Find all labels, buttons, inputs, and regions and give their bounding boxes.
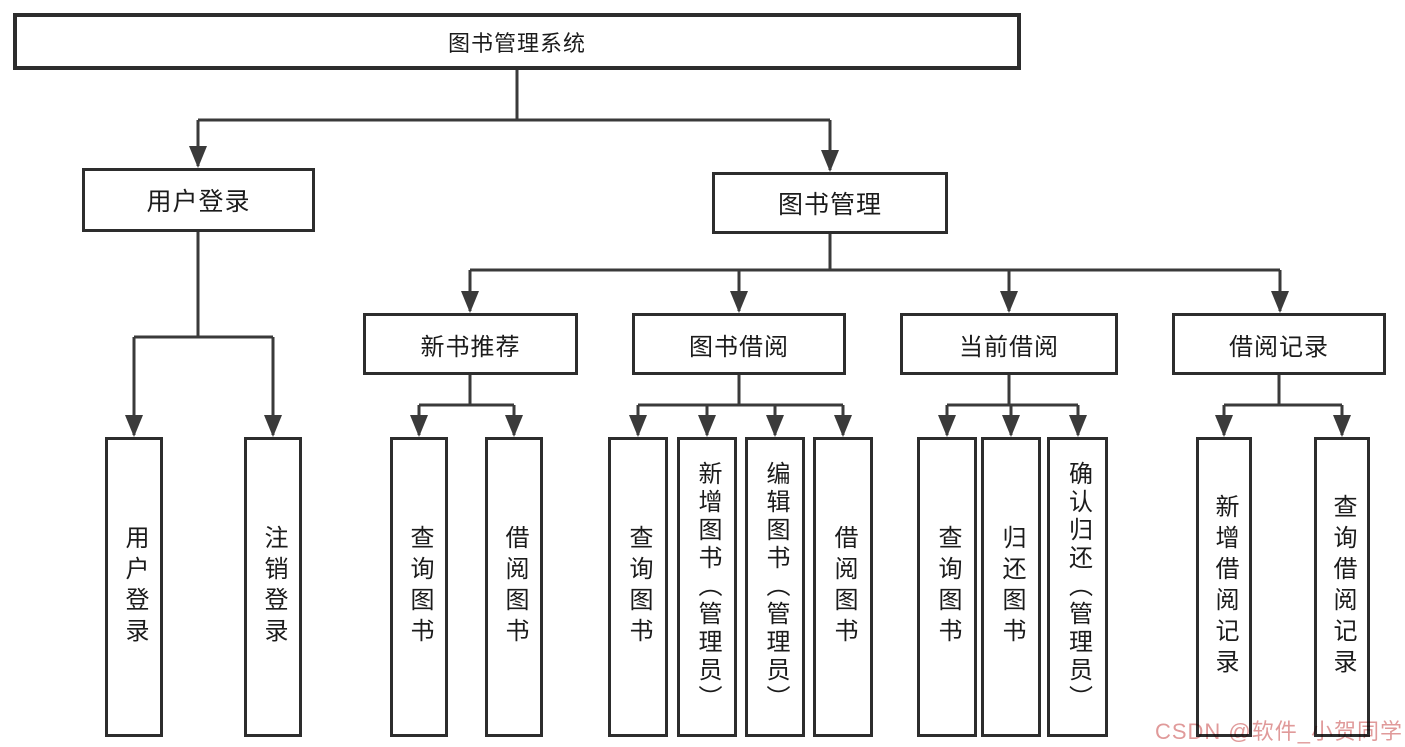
connector-borrow-record-branch — [1222, 375, 1344, 435]
node-book-management: 图书管理 — [712, 172, 948, 234]
arrowhead-icon — [730, 291, 748, 313]
arrowhead-icon — [125, 415, 143, 437]
arrowhead-icon — [1271, 291, 1289, 313]
node-user-login-label: 用户登录 — [146, 188, 251, 216]
leaf-bb-query-books: 查询图书 — [608, 437, 668, 737]
leaf-bb-query-books-label: 查询图书 — [625, 525, 652, 649]
node-library-system: 图书管理系统 — [13, 13, 1021, 70]
node-new-book-recommend-label: 新书推荐 — [420, 333, 521, 361]
node-borrow-records: 借阅记录 — [1172, 313, 1386, 375]
arrowhead-icon — [1000, 291, 1018, 313]
arrowhead-icon — [1002, 415, 1020, 437]
leaf-cb-return-books-label: 归还图书 — [998, 525, 1025, 649]
leaf-br-query-record: 查询借阅记录 — [1314, 437, 1370, 737]
connector-book-borrow-branch — [636, 375, 845, 435]
arrowhead-icon — [1333, 415, 1351, 437]
leaf-br-add-record-label: 新增借阅记录 — [1211, 494, 1238, 680]
leaf-nbr-query-books: 查询图书 — [390, 437, 448, 737]
node-book-management-label: 图书管理 — [777, 191, 882, 219]
leaf-cb-confirm-return-admin-label: 确认归还（管理员） — [1064, 461, 1092, 713]
leaf-br-add-record: 新增借阅记录 — [1196, 437, 1252, 737]
leaf-nbr-borrow-books: 借阅图书 — [485, 437, 543, 737]
arrowhead-icon — [821, 150, 839, 172]
watermark: CSDN @软件_小贺同学 — [1154, 719, 1403, 744]
arrowhead-icon — [629, 415, 647, 437]
leaf-nbr-borrow-books-label: 借阅图书 — [501, 525, 528, 649]
leaf-bb-add-books-admin-label: 新增图书（管理员） — [694, 461, 721, 713]
leaf-logout-label: 注销登录 — [260, 525, 287, 649]
leaf-user-login: 用户登录 — [105, 437, 163, 737]
leaf-bb-borrow-books: 借阅图书 — [813, 437, 873, 737]
leaf-cb-query-books-label: 查询图书 — [934, 525, 961, 649]
leaf-bb-borrow-books-label: 借阅图书 — [830, 525, 857, 649]
node-book-borrow-label: 图书借阅 — [689, 333, 789, 361]
leaf-bb-add-books-admin: 新增图书（管理员） — [677, 437, 737, 737]
arrowhead-icon — [938, 415, 956, 437]
node-user-login: 用户登录 — [82, 168, 315, 232]
leaf-user-login-label: 用户登录 — [121, 525, 148, 649]
arrowhead-icon — [834, 415, 852, 437]
node-current-borrow: 当前借阅 — [900, 313, 1118, 375]
arrowheads — [125, 146, 1351, 437]
leaf-cb-confirm-return-admin: 确认归还（管理员） — [1047, 437, 1108, 737]
node-library-system-label: 图书管理系统 — [447, 30, 586, 56]
arrowhead-icon — [766, 415, 784, 437]
leaf-bb-edit-books-admin-label: 编辑图书（管理员） — [762, 461, 789, 713]
connector-new-book-branch — [417, 375, 516, 435]
arrowhead-icon — [189, 146, 207, 168]
leaf-bb-edit-books-admin: 编辑图书（管理员） — [745, 437, 805, 737]
node-new-book-recommend: 新书推荐 — [363, 313, 578, 375]
arrowhead-icon — [410, 415, 428, 437]
leaf-cb-return-books: 归还图书 — [981, 437, 1041, 737]
connector-user-login-branch — [132, 232, 275, 435]
leaf-cb-query-books: 查询图书 — [917, 437, 977, 737]
arrowhead-icon — [505, 415, 523, 437]
arrowhead-icon — [1215, 415, 1233, 437]
leaf-br-query-record-label: 查询借阅记录 — [1329, 494, 1356, 680]
arrowhead-icon — [461, 291, 479, 313]
arrowhead-icon — [1069, 415, 1087, 437]
leaf-nbr-query-books-label: 查询图书 — [406, 525, 433, 649]
node-borrow-records-label: 借阅记录 — [1229, 333, 1329, 361]
connector-root-branch — [196, 70, 832, 170]
node-current-borrow-label: 当前借阅 — [959, 333, 1059, 361]
node-book-borrow: 图书借阅 — [632, 313, 846, 375]
leaf-logout: 注销登录 — [244, 437, 302, 737]
arrowhead-icon — [264, 415, 282, 437]
connector-book-mgmt-branch — [468, 234, 1282, 311]
arrowhead-icon — [698, 415, 716, 437]
